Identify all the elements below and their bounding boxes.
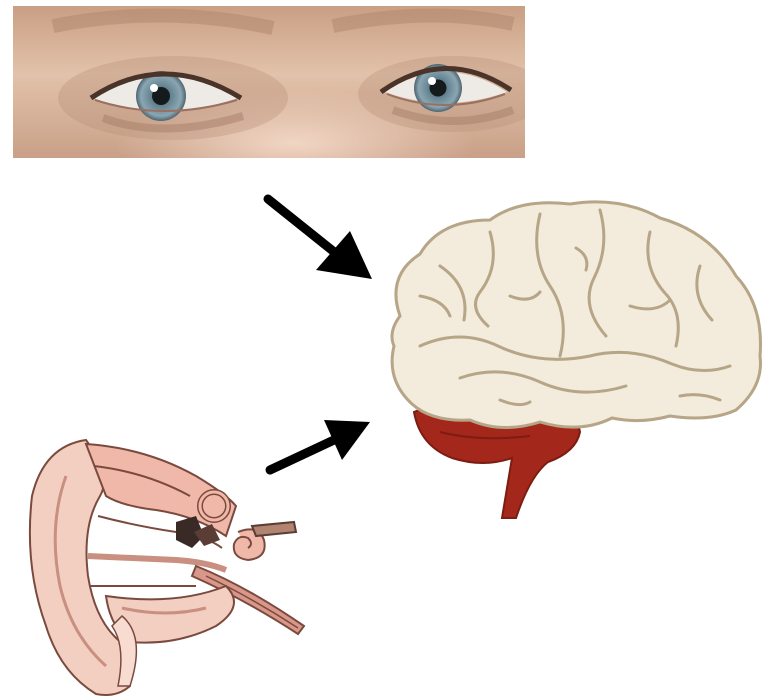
ear-anatomy-icon <box>26 436 308 698</box>
arrow-eyes-to-brain <box>262 193 374 283</box>
eyes-photo-icon <box>13 6 525 158</box>
brain-icon <box>380 196 768 520</box>
